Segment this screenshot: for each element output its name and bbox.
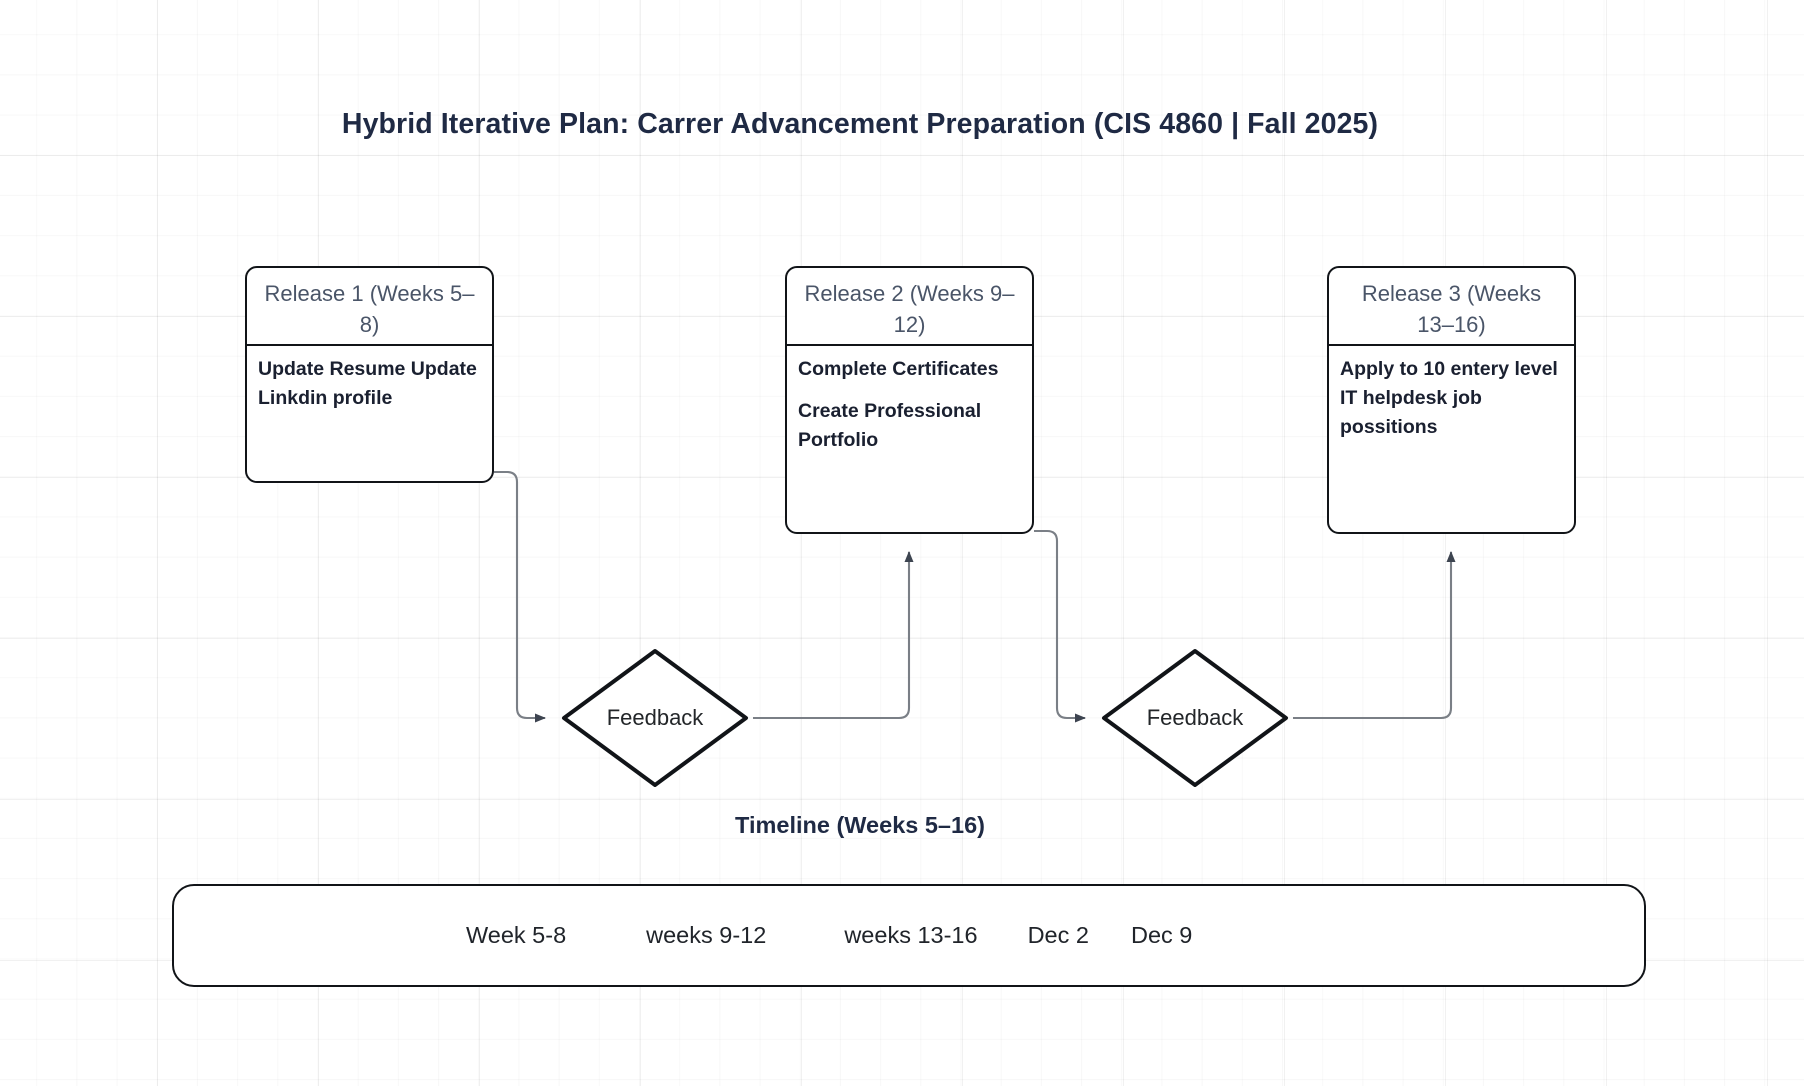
connector-feedback1-to-release2 [753, 551, 914, 720]
release-3-card[interactable]: Release 3 (Weeks 13–16) Apply to 10 ente… [1327, 266, 1576, 534]
timeline-tick: weeks 13-16 [844, 922, 978, 948]
release-3-header: Release 3 (Weeks 13–16) [1329, 268, 1574, 346]
connector-release1-to-feedback1 [494, 470, 546, 723]
release-2-card[interactable]: Release 2 (Weeks 9–12) Complete Certific… [785, 266, 1034, 534]
timeline-tick: weeks 9-12 [646, 922, 767, 948]
diamond-shape-icon [1102, 649, 1288, 787]
page-title: Hybrid Iterative Plan: Carrer Advancemen… [341, 108, 1379, 140]
timeline-tick-list: Week 5-8 weeks 9-12 weeks 13-16 Dec 2 De… [174, 886, 1644, 985]
release-1-header: Release 1 (Weeks 5–8) [247, 268, 492, 346]
connector-release2-to-feedback2 [1034, 529, 1086, 723]
release-1-body: Update Resume Update Linkdin profile [247, 346, 492, 423]
connector-feedback2-to-release3 [1293, 551, 1456, 720]
timeline-tick: Dec 9 [1130, 922, 1193, 948]
release-2-body: Complete Certificates Create Professiona… [787, 346, 1032, 465]
timeline-tick: Dec 2 [1027, 922, 1089, 948]
timeline-bar[interactable]: Week 5-8 weeks 9-12 weeks 13-16 Dec 2 De… [172, 884, 1646, 987]
release-1-item: Update Resume Update Linkdin profile [258, 358, 477, 409]
timeline-tick: Week 5-8 [466, 922, 567, 948]
release-1-card[interactable]: Release 1 (Weeks 5–8) Update Resume Upda… [245, 266, 494, 483]
release-3-body: Apply to 10 entery level IT helpdesk job… [1329, 346, 1574, 452]
diamond-shape-icon [562, 649, 748, 787]
release-2-item: Create Professional Portfolio [798, 399, 982, 451]
release-2-header: Release 2 (Weeks 9–12) [787, 268, 1032, 346]
timeline-section-label: Timeline (Weeks 5–16) [735, 812, 985, 838]
release-2-item: Complete Certificates [798, 358, 999, 380]
release-3-item: Apply to 10 entery level IT helpdesk job… [1340, 358, 1558, 438]
